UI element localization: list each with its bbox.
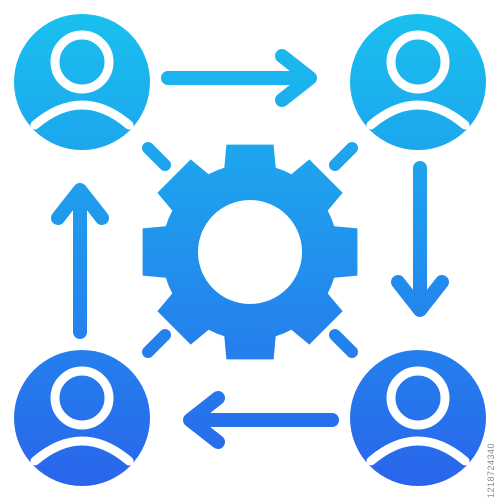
arrow-right-icon — [161, 49, 317, 107]
gear-shape — [142, 144, 358, 360]
stock-id-watermark: 1218724340 — [486, 442, 496, 498]
person-top-left-icon — [14, 14, 150, 150]
arrow-left-icon — [183, 391, 339, 449]
spark-ray-icons — [142, 142, 358, 358]
gear-icon — [142, 144, 358, 360]
person-bottom-left-icon — [14, 350, 150, 486]
person-bottom-right-icon — [350, 350, 486, 486]
arrow-down-icon — [391, 161, 449, 317]
person-top-right-icon — [350, 14, 486, 150]
arrow-up-icon — [51, 183, 109, 339]
